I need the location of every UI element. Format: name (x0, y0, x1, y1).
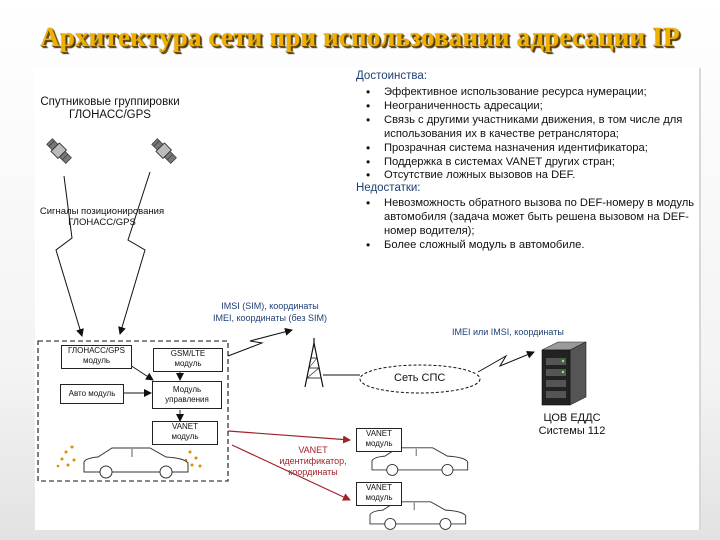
server-icon (541, 341, 587, 406)
module-label: VANET (365, 429, 393, 438)
signal-arrow (55, 175, 84, 337)
vanet-id-label-line: VANET (298, 445, 328, 455)
vanet-arrow (227, 430, 351, 444)
other-car-vanet-box: VANET модуль (356, 482, 402, 506)
module-label: ГЛОНАСС/GPS (68, 346, 125, 355)
server-label-line: ЦОВ ЕДДС (543, 412, 601, 424)
sps-network-ellipse (359, 364, 481, 394)
disadvantages-list: Невозможность обратного вызова по DEF-но… (356, 197, 701, 253)
control-module-box: Модуль управления (152, 381, 222, 409)
connector (129, 364, 154, 381)
module-label: модуль (82, 356, 111, 365)
sps-network-label: Сеть СПС (394, 372, 446, 384)
satellites-label-line: ГЛОНАСС/GPS (69, 109, 151, 121)
vanet-id-label: VANET идентификатор, координаты (268, 445, 358, 478)
imsi-label-line: IMSI (SIM), координаты (221, 301, 319, 311)
satellites-label: Спутниковые группировки ГЛОНАСС/GPS (40, 96, 180, 122)
disadvantage-item: Невозможность обратного вызова по DEF-но… (356, 197, 701, 239)
vehicle-module-frame (37, 340, 229, 482)
imsi-label: IMSI (SIM), координаты IMEI, координаты … (200, 300, 340, 324)
module-label: модуль (171, 432, 199, 441)
advantages-list: Эффективное использование ресурса нумера… (356, 86, 701, 183)
module-label: модуль (174, 359, 202, 368)
signal-dots-right (184, 450, 202, 468)
signals-label: Сигналы позиционирования ГЛОНАСС/GPS (34, 206, 170, 228)
vanet-module-box: VANET модуль (152, 421, 218, 445)
satellite-icon (149, 136, 179, 166)
server-label: ЦОВ ЕДДС Системы 112 (522, 412, 622, 438)
glonass-gps-module-box: ГЛОНАСС/GPS модуль (61, 345, 132, 369)
signal-dots-left (56, 445, 76, 468)
signals-label-line: Сигналы позиционирования (39, 206, 165, 217)
other-car-vanet-box: VANET модуль (356, 428, 402, 452)
module-label: модуль (365, 439, 393, 448)
advantage-item: Неограниченность адресации; (356, 100, 701, 114)
satellite-icon (44, 136, 74, 166)
module-label: модуль (365, 493, 393, 502)
gsm-lte-module-box: GSM/LTE модуль (153, 348, 223, 372)
module-label: VANET (365, 483, 393, 492)
advantages-header: Достоинства: (356, 70, 427, 82)
module-label: VANET (171, 422, 199, 431)
imei-imsi-label: IMEI или IMSI, координаты (452, 327, 564, 337)
downlink-arrow (477, 350, 535, 373)
advantage-item: Поддержка в системах VANET других стран; (356, 156, 701, 170)
advantage-item: Связь с другими участниками движения, в … (356, 114, 701, 142)
signal-arrow (118, 171, 151, 335)
vanet-id-label-line: координаты (288, 467, 338, 477)
uplink-arrow (227, 327, 293, 357)
disadvantage-item: Более сложный модуль в автомобиле. (356, 239, 701, 253)
auto-module-box: Авто модуль (60, 384, 124, 404)
module-label: GSM/LTE (170, 349, 206, 358)
server-label-line: Системы 112 (538, 425, 606, 437)
signals-label-line: ГЛОНАСС/GPS (68, 217, 136, 228)
page-title: Архитектура сети при использовании адрес… (40, 22, 680, 52)
module-label: Авто модуль (68, 389, 116, 398)
disadvantages-header: Недостатки: (356, 182, 421, 194)
imsi-label-line: IMEI, координаты (без SIM) (213, 313, 327, 323)
module-label: управления (165, 395, 209, 404)
advantage-item: Эффективное использование ресурса нумера… (356, 86, 701, 100)
vanet-id-label-line: идентификатор, (279, 456, 347, 466)
advantage-item: Прозрачная система назначения идентифика… (356, 142, 701, 156)
satellites-label-line: Спутниковые группировки (40, 96, 180, 108)
advantage-item: Отсутствие ложных вызовов на DEF. (356, 169, 701, 183)
vehicle-icon (83, 447, 189, 479)
vanet-arrow (231, 444, 351, 501)
module-label: Модуль (172, 385, 202, 394)
cell-tower-icon (304, 338, 324, 388)
